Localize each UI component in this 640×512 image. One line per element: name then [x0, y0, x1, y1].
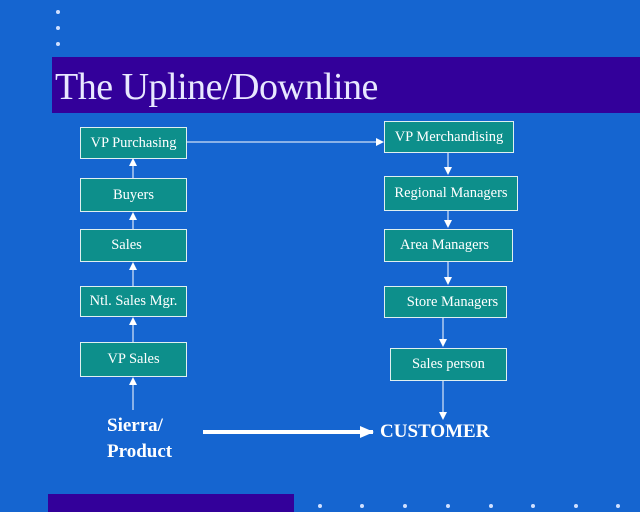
decor-dot — [489, 504, 493, 508]
source-label: Sierra/ Product — [107, 413, 172, 465]
decor-dot — [403, 504, 407, 508]
decor-dot — [574, 504, 578, 508]
decor-dot — [531, 504, 535, 508]
slide-title: The Upline/Downline — [55, 66, 378, 108]
decor-dot — [56, 10, 60, 14]
customer-label: CUSTOMER — [380, 421, 490, 442]
node-sales-person: Sales person — [390, 348, 507, 381]
node-buyers: Buyers — [80, 178, 187, 212]
decor-dot — [318, 504, 322, 508]
node-sales: Sales — [80, 229, 187, 262]
decor-dot — [56, 42, 60, 46]
source-label-line1: Sierra/ — [107, 415, 163, 436]
node-store-managers: Store Managers — [384, 286, 507, 318]
decor-dot — [446, 504, 450, 508]
bottom-band — [48, 494, 294, 512]
decor-dot — [616, 504, 620, 508]
title-band — [52, 57, 640, 113]
node-vp-merchandising: VP Merchandising — [384, 121, 514, 153]
node-vp-purchasing: VP Purchasing — [80, 127, 187, 159]
node-area-managers: Area Managers — [384, 229, 513, 262]
node-vp-sales: VP Sales — [80, 342, 187, 377]
node-ntl-sales-mgr: Ntl. Sales Mgr. — [80, 286, 187, 317]
decor-dot — [360, 504, 364, 508]
source-label-line2: Product — [107, 441, 173, 462]
node-regional-managers: Regional Managers — [384, 176, 518, 211]
decor-dot — [56, 26, 60, 30]
